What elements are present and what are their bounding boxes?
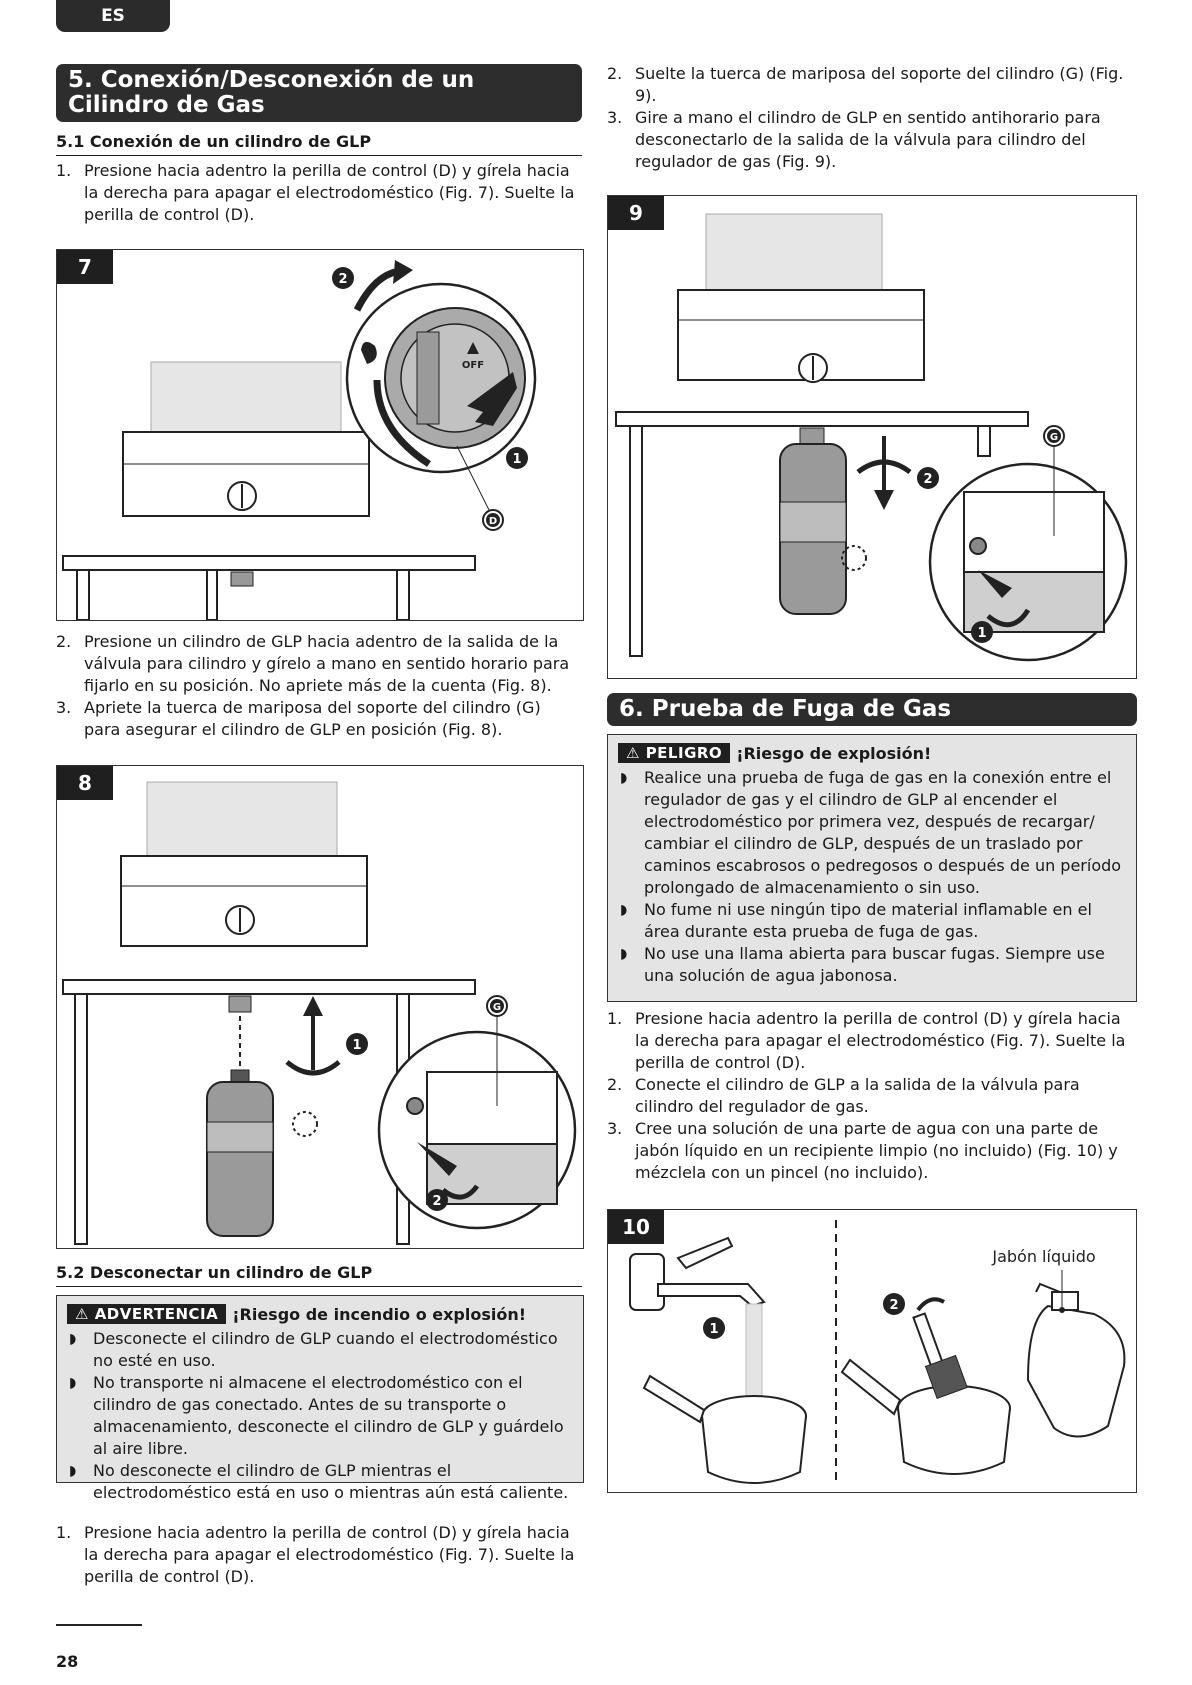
figure-7-illustration: OFF 2 1 D bbox=[62, 260, 537, 620]
bullet-icon: ◗ bbox=[69, 1331, 77, 1347]
steps-5-1-b: 2.Presione un cilindro de GLP hacia aden… bbox=[56, 631, 582, 741]
figure-9: 2 1 G 9 bbox=[607, 195, 1137, 679]
danger-box: ⚠ PELIGRO ¡Riesgo de explosión! ◗Realice… bbox=[607, 734, 1137, 1002]
svg-text:2: 2 bbox=[432, 1194, 441, 1209]
steps-5-2-a: 1.Presione hacia adentro la perilla de c… bbox=[56, 1522, 582, 1588]
page-number: 28 bbox=[56, 1652, 79, 1671]
warning-box: ⚠ ADVERTENCIA ¡Riesgo de incendio o expl… bbox=[56, 1295, 584, 1502]
subsection-5-2-title: 5.2 Desconectar un cilindro de GLP bbox=[56, 1263, 582, 1287]
danger-list: ◗Realice una prueba de fuga de gas en la… bbox=[618, 767, 1126, 987]
svg-text:G: G bbox=[1050, 432, 1058, 443]
list-item: 3.Gire a mano el cilindro de GLP en sent… bbox=[607, 108, 1101, 171]
svg-text:G: G bbox=[493, 1002, 501, 1013]
section-6-title: 6. Prueba de Fuga de Gas bbox=[607, 693, 1137, 726]
list-item: 1.Presione hacia adentro la perilla de c… bbox=[607, 1009, 1126, 1072]
list-item: ◗No fume ni use ningún tipo de material … bbox=[620, 900, 1092, 941]
list-item: 2.Conecte el cilindro de GLP a la salida… bbox=[607, 1075, 1080, 1116]
figure-7: OFF 2 1 D 7 bbox=[56, 249, 584, 621]
steps-6: 1.Presione hacia adentro la perilla de c… bbox=[607, 1008, 1137, 1184]
list-item: ◗No transporte ni almacene el electrodom… bbox=[69, 1373, 564, 1458]
list-item: 3.Apriete la tuerca de mariposa del sopo… bbox=[56, 698, 541, 739]
svg-text:D: D bbox=[489, 516, 497, 527]
svg-text:Jabón líquido: Jabón líquido bbox=[991, 1247, 1095, 1266]
bullet-icon: ◗ bbox=[69, 1375, 77, 1391]
figure-8: 1 2 G 8 bbox=[56, 765, 584, 1249]
figure-10-illustration: 1 2 Jabón líquido bbox=[629, 1220, 1126, 1486]
figure-8-illustration: 1 2 G bbox=[62, 781, 577, 1245]
figure-10: 1 2 Jabón líquido 10 bbox=[607, 1209, 1137, 1493]
svg-text:1: 1 bbox=[352, 1038, 361, 1053]
list-item: 1.Presione hacia adentro la perilla de c… bbox=[56, 161, 575, 224]
figure-9-illustration: 2 1 G bbox=[615, 213, 1128, 662]
steps-5-2-b: 2.Suelte la tuerca de mariposa del sopor… bbox=[607, 63, 1137, 173]
danger-tag: ⚠ PELIGRO bbox=[618, 743, 731, 763]
section-5-title: 5. Conexión/Desconexión de un Cilindro d… bbox=[56, 64, 582, 122]
svg-text:1: 1 bbox=[977, 626, 986, 641]
list-item: ◗Desconecte el cilindro de GLP cuando el… bbox=[69, 1329, 558, 1370]
language-tab: ES bbox=[56, 0, 170, 32]
svg-text:OFF: OFF bbox=[462, 360, 484, 371]
list-item: ◗No desconecte el cilindro de GLP mientr… bbox=[69, 1461, 569, 1502]
bullet-icon: ◗ bbox=[620, 902, 628, 918]
figure-7-number: 7 bbox=[57, 250, 113, 284]
warning-tag: ⚠ ADVERTENCIA bbox=[67, 1304, 227, 1324]
list-item: 2.Suelte la tuerca de mariposa del sopor… bbox=[607, 64, 1124, 105]
warning-triangle-icon: ⚠ bbox=[75, 1305, 89, 1323]
svg-text:2: 2 bbox=[889, 1298, 898, 1313]
warning-risk: ¡Riesgo de incendio o explosión! bbox=[232, 1304, 527, 1324]
bullet-icon: ◗ bbox=[69, 1463, 77, 1479]
steps-5-1-a: 1.Presione hacia adentro la perilla de c… bbox=[56, 160, 582, 226]
svg-text:1: 1 bbox=[709, 1322, 718, 1337]
svg-text:2: 2 bbox=[338, 272, 347, 287]
subsection-5-1-title: 5.1 Conexión de un cilindro de GLP bbox=[56, 132, 582, 156]
svg-text:1: 1 bbox=[512, 452, 521, 467]
svg-text:2: 2 bbox=[923, 472, 932, 487]
bullet-icon: ◗ bbox=[620, 946, 628, 962]
list-item: ◗Realice una prueba de fuga de gas en la… bbox=[620, 768, 1122, 897]
warning-list: ◗Desconecte el cilindro de GLP cuando el… bbox=[67, 1328, 573, 1504]
list-item: 1.Presione hacia adentro la perilla de c… bbox=[56, 1523, 575, 1586]
bullet-icon: ◗ bbox=[620, 770, 628, 786]
list-item: 2.Presione un cilindro de GLP hacia aden… bbox=[56, 632, 570, 695]
danger-risk: ¡Riesgo de explosión! bbox=[736, 743, 932, 763]
page-number-rule bbox=[56, 1624, 142, 1626]
warning-triangle-icon: ⚠ bbox=[626, 744, 640, 762]
figure-9-number: 9 bbox=[608, 196, 664, 230]
list-item: 3.Cree una solución de una parte de agua… bbox=[607, 1119, 1118, 1182]
figure-8-number: 8 bbox=[57, 766, 113, 800]
figure-10-number: 10 bbox=[608, 1210, 664, 1244]
list-item: ◗No use una llama abierta para buscar fu… bbox=[620, 944, 1105, 985]
